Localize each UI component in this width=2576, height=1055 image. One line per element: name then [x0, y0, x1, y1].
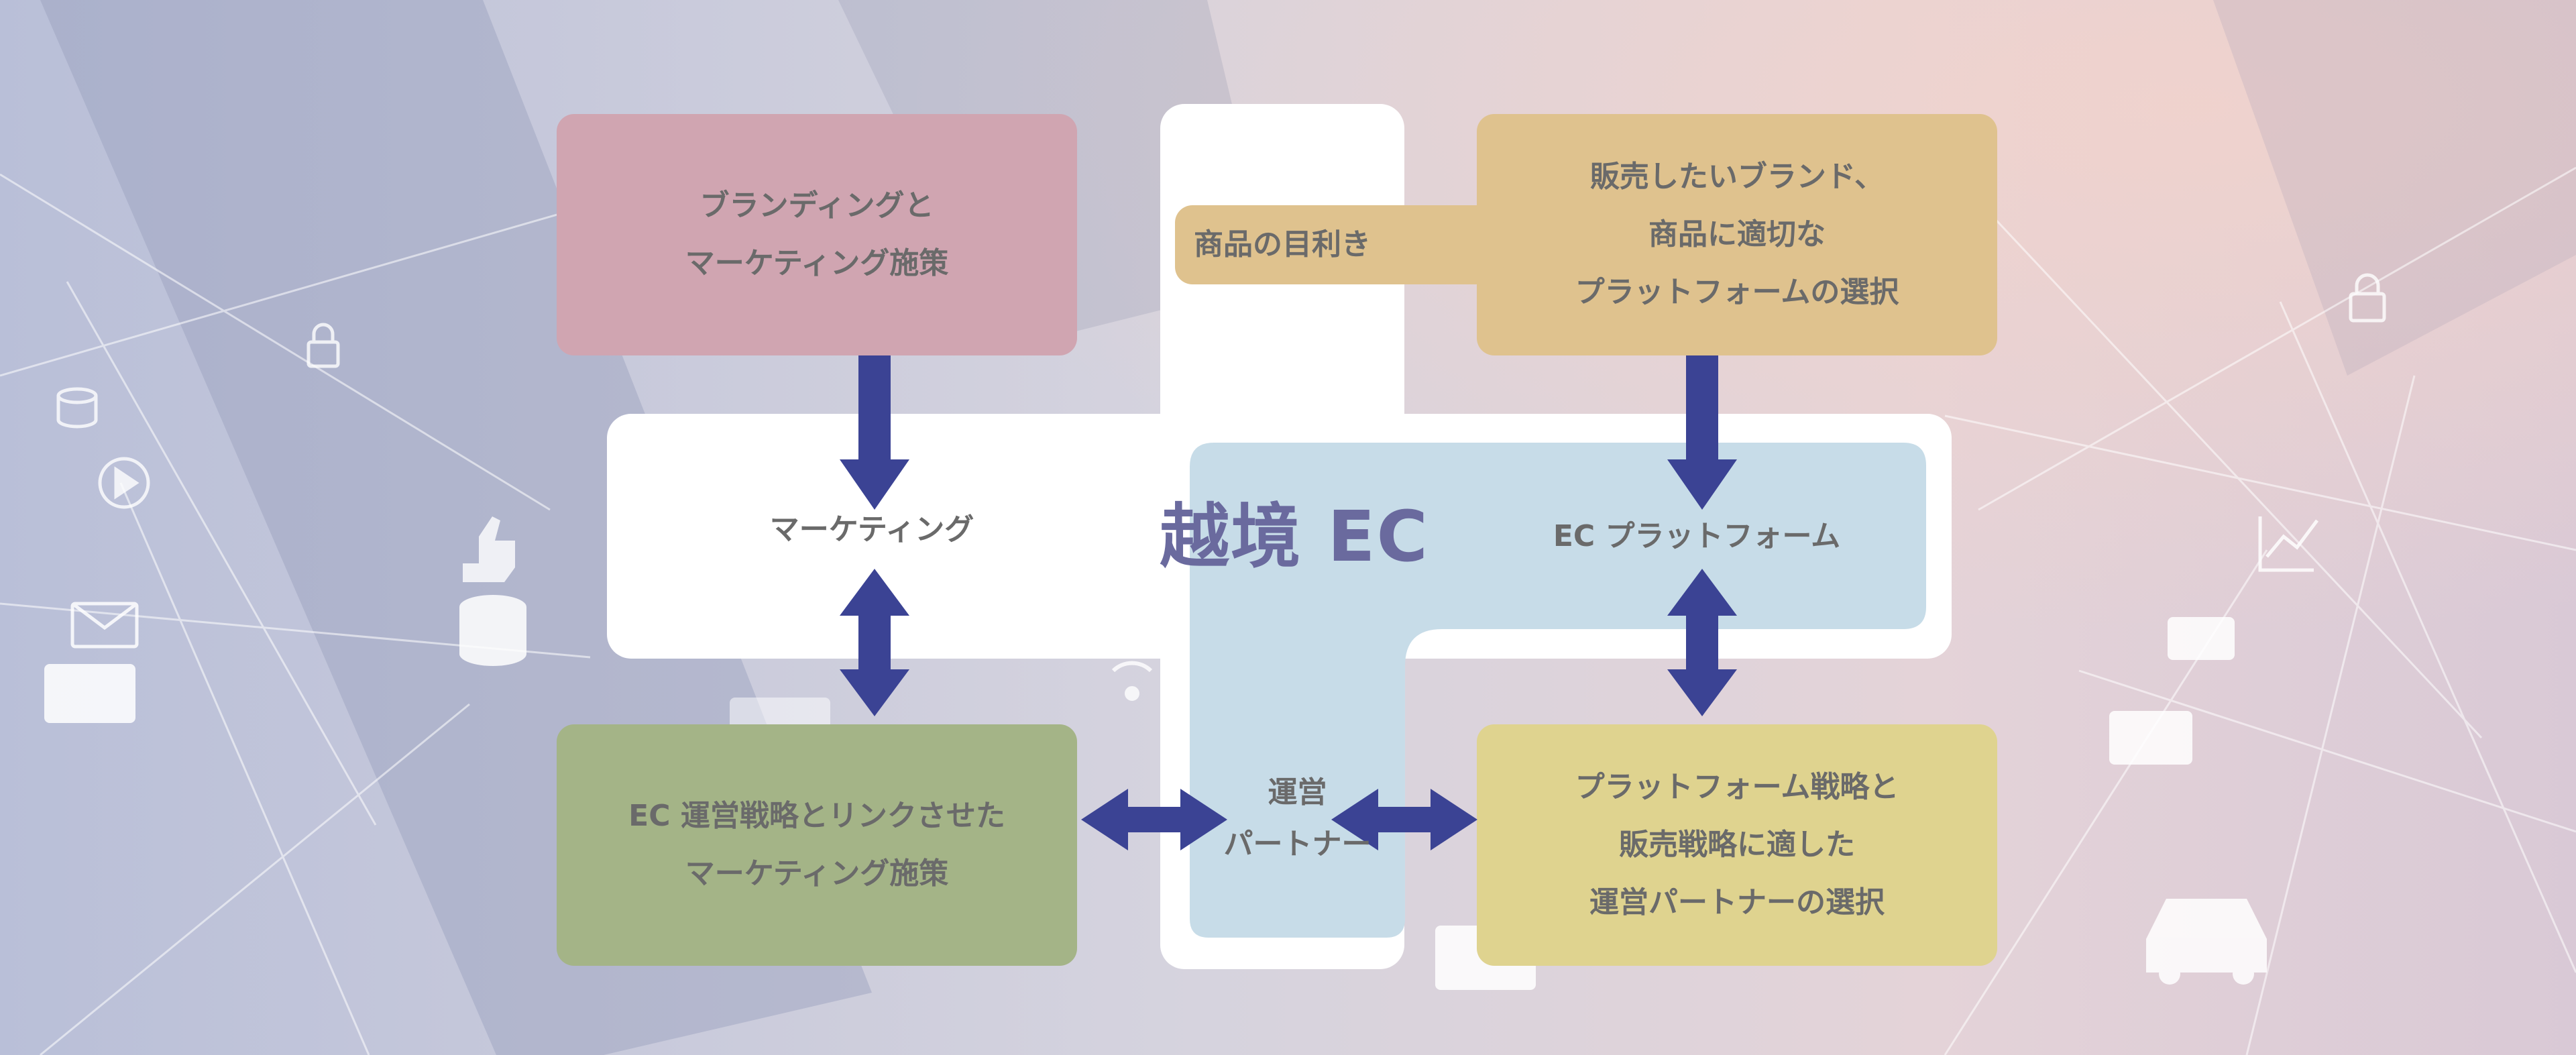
arrow-partner-platform-strategy [1331, 789, 1477, 850]
arrow-branding-to-marketing [840, 355, 909, 510]
center-title-text: 越境 EC [1160, 496, 1429, 577]
arrow-platform-strategy [1667, 569, 1737, 716]
chart-icon [2258, 516, 2318, 572]
box-branding [557, 114, 1077, 355]
box-line: EC 運営戦略とリンクさせた [628, 799, 1005, 834]
box-line: 販売したいブランド、 [1589, 160, 1885, 195]
arrows [840, 355, 1737, 850]
center-title: 越境 EC [1127, 490, 1462, 584]
box-line: マーケティング施策 [685, 856, 949, 891]
box-line: プラットフォームの選択 [1575, 274, 1899, 309]
tag-label: 商品の目利き [1194, 227, 1371, 262]
lock-icon [306, 273, 2386, 368]
car-icon [2146, 899, 2267, 985]
box-line: ブランディングと [699, 188, 934, 223]
box-platform-strategy-text: プラットフォーム戦略と 販売戦略に適した 運営パートナーの選択 [1477, 724, 1997, 966]
partner-line: パートナー [1223, 827, 1371, 861]
tag-text: 商品の目利き [1175, 205, 1390, 284]
arrow-ec-ops-partner [1081, 789, 1227, 850]
mail-icon [70, 602, 139, 649]
box-line: プラットフォーム戦略と [1575, 770, 1899, 805]
box-platform-strategy [1477, 724, 1997, 966]
like-icon [463, 516, 515, 582]
hub-label-operation-partner: 運営 パートナー [1190, 758, 1405, 879]
box-branding-text: ブランディングと マーケティング施策 [557, 114, 1077, 355]
arrow-marketing-ec-ops [840, 569, 909, 716]
box-line: マーケティング施策 [685, 246, 949, 280]
box-line: 販売戦略に適した [1619, 828, 1855, 863]
partner-line: 運営 [1268, 775, 1327, 810]
ec-platform-label: EC プラットフォーム [1553, 519, 1841, 554]
database-icon [56, 387, 98, 429]
tag-box [1175, 205, 1504, 284]
arrow-brand-select-to-platform [1667, 355, 1737, 510]
box-line: 運営パートナーの選択 [1589, 885, 1885, 920]
coins-icon [459, 595, 526, 666]
box-ec-ops-marketing-text: EC 運営戦略とリンクさせた マーケティング施策 [557, 724, 1077, 966]
hub-label-ec-platform: EC プラットフォーム [1489, 503, 1905, 570]
box-brand-select [1477, 114, 1997, 355]
box-ec-ops-marketing [557, 724, 1077, 966]
play-icon [98, 457, 150, 509]
box-line: 商品に適切な [1648, 217, 1826, 252]
box-brand-select-text: 販売したいブランド、 商品に適切な プラットフォームの選択 [1477, 114, 1997, 355]
hub-label-marketing: マーケティング [671, 496, 1073, 563]
wifi-icon [1111, 661, 1153, 701]
marketing-label: マーケティング [769, 512, 974, 547]
network-lines [0, 166, 2576, 1055]
